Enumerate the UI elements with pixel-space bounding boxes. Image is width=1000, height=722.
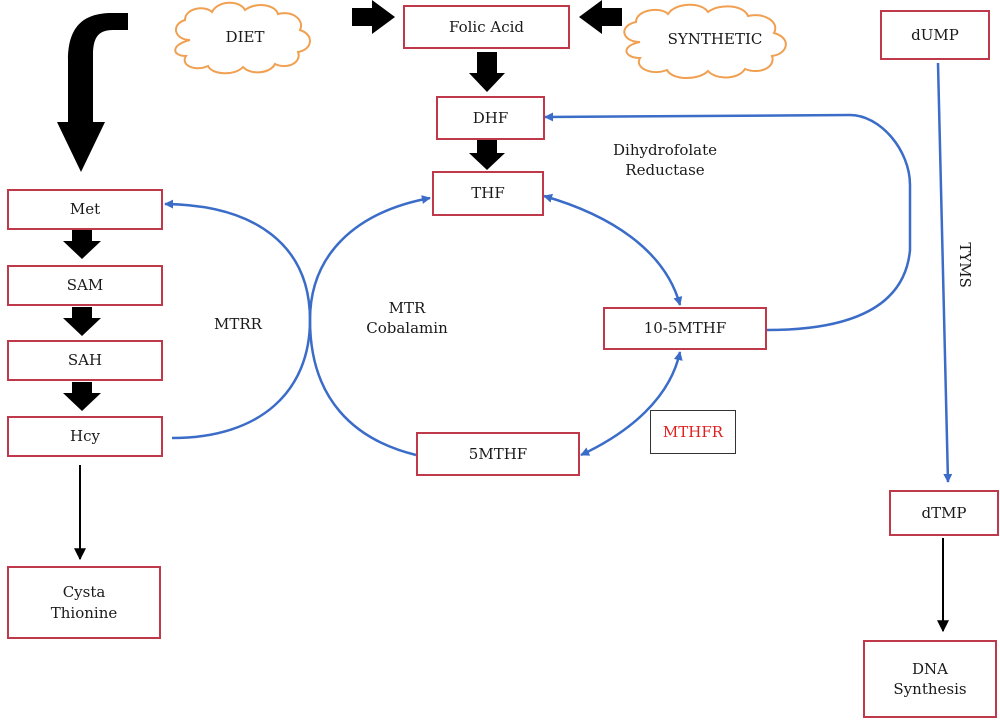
dna-line2: Synthesis (893, 680, 967, 698)
dtmp-node: dTMP (889, 490, 999, 536)
10-5mthf-to-dhf-curve (544, 112, 912, 332)
dhf-to-thf-arrow-icon (469, 140, 505, 170)
cysta-thionine-node: Cysta Thionine (7, 566, 161, 639)
tyms-label: TYMS (956, 242, 975, 288)
folic-to-dhf-arrow-icon (469, 52, 505, 92)
dump-node: dUMP (880, 10, 990, 60)
mtr-cobalamin-label: MTR Cobalamin (352, 298, 462, 339)
10-5mthf-node: 10-5MTHF (603, 307, 767, 350)
5mthf-to-thf-mtr-curve (308, 195, 431, 457)
diet-to-folic-arrow-icon (352, 0, 395, 34)
thf-node: THF (432, 171, 544, 216)
mtr-line2: Cobalamin (366, 319, 448, 338)
10-5mthf-5mthf-double-arrow (580, 351, 683, 457)
mtr-line1: MTR (388, 299, 426, 317)
thf-10-5mthf-double-arrow (543, 193, 683, 306)
diet-label: DIET (225, 28, 265, 46)
synthetic-label: SYNTHETIC (667, 30, 763, 48)
sam-node: SAM (7, 265, 163, 306)
folic-acid-node: Folic Acid (403, 5, 570, 49)
dhfr-line1: Dihydrofolate (613, 141, 717, 159)
mtrr-label: MTRR (214, 315, 262, 333)
sam-to-sah-arrow-icon (63, 307, 101, 336)
cysta-line1: Cysta (62, 583, 106, 602)
dna-line1: DNA (912, 659, 948, 678)
dhf-node: DHF (436, 96, 545, 140)
dhfr-line2: Reductase (625, 161, 705, 180)
dna-synthesis-node: DNA Synthesis (863, 640, 997, 718)
mthfr-enzyme-box: MTHFR (650, 410, 736, 454)
sah-node: SAH (7, 340, 163, 381)
5mthf-node: 5MTHF (416, 432, 580, 476)
dhfr-label: Dihydrofolate Reductase (590, 140, 740, 181)
synthetic-cloud-icon (623, 3, 787, 79)
met-node: Met (7, 189, 163, 230)
met-to-sam-arrow-icon (63, 230, 101, 259)
diet-cloud-icon (174, 1, 311, 75)
cysta-line2: Thionine (50, 603, 118, 622)
hcy-node: Hcy (7, 416, 163, 457)
synthetic-to-folic-arrow-icon (579, 0, 622, 34)
curved-block-arrow-icon (57, 13, 128, 172)
dump-to-dtmp-tyms-arrow (936, 62, 953, 483)
sah-to-hcy-arrow-icon (63, 382, 101, 411)
